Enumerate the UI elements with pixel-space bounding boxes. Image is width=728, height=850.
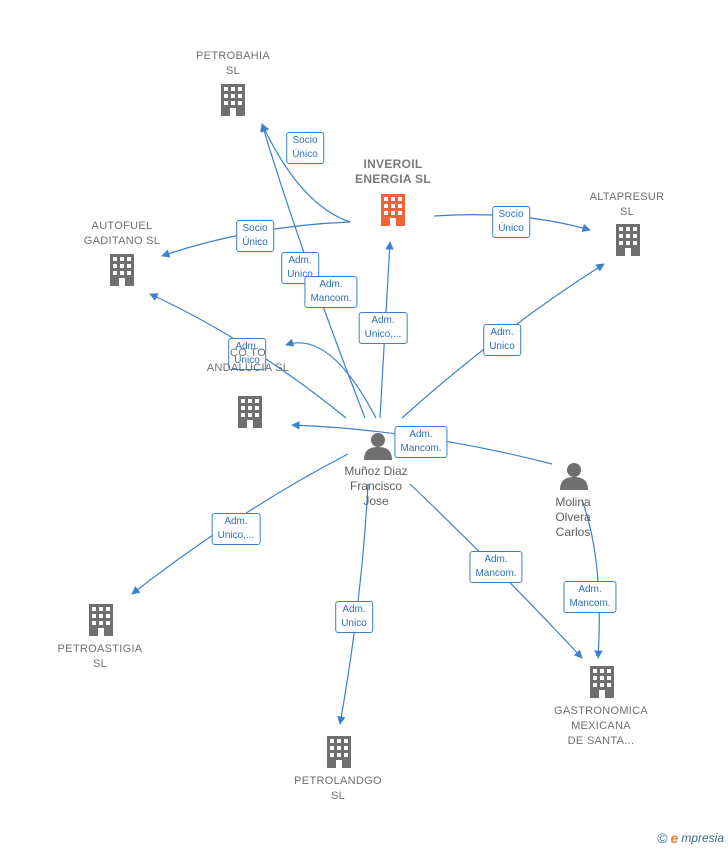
building-icon[interactable] <box>110 254 134 286</box>
edge-label[interactable]: Adm. Mancom. <box>394 426 448 458</box>
building-icon[interactable] <box>381 194 405 226</box>
node-label-petrolandgo[interactable]: PETROLANDGO SL <box>294 775 382 802</box>
edge-label[interactable]: Adm. Mancom. <box>304 276 358 308</box>
node-label-altapresur[interactable]: ALTAPRESUR SL <box>589 191 665 218</box>
edge-label[interactable]: Adm. Unico <box>335 601 373 633</box>
node-label-combustibles[interactable]: CO TO ANDALUCIA SL <box>206 347 290 374</box>
edge-label[interactable]: Socio Único <box>236 220 274 252</box>
node-label-autofuel[interactable]: AUTOFUEL GADITANO SL <box>83 220 161 247</box>
brand-initial: e <box>670 830 679 846</box>
building-icon[interactable] <box>616 224 640 256</box>
edge-label[interactable]: Socio Único <box>492 206 530 238</box>
building-icon[interactable] <box>89 604 113 636</box>
building-icon[interactable] <box>327 736 351 768</box>
copyright-icon: © <box>657 830 668 846</box>
edge-label[interactable]: Adm. Unico <box>228 338 266 370</box>
brand-name: mpresia <box>681 831 724 845</box>
edge-label[interactable]: Adm. Unico <box>483 324 521 356</box>
edges-layer <box>131 123 605 725</box>
node-label-petrobahia[interactable]: PETROBAHIA SL <box>196 50 270 77</box>
node-label-inveroil[interactable]: INVEROIL ENERGIA SL <box>355 157 431 186</box>
building-icon[interactable] <box>590 666 614 698</box>
edge-munoz-combustibles_top <box>285 338 377 419</box>
person-icon[interactable] <box>364 433 392 460</box>
person-icon[interactable] <box>560 463 588 490</box>
node-label-petroastigia[interactable]: PETROASTIGIA SL <box>57 643 143 670</box>
edge-inveroil-petrobahia <box>261 123 351 223</box>
edge-label[interactable]: Adm. Mancom. <box>563 581 617 613</box>
node-label-munoz[interactable]: Muñoz Diaz Francisco Jose <box>344 464 408 508</box>
edge-label[interactable]: Adm. Unico,... <box>211 513 261 545</box>
edge-label[interactable]: Socio Único <box>286 132 324 164</box>
edge-label[interactable]: Adm. Unico,... <box>358 312 408 344</box>
building-icon[interactable] <box>221 84 245 116</box>
node-label-molina[interactable]: Molina Olvera Carlos <box>555 495 591 539</box>
node-label-gastronomica[interactable]: GASTRONOMICA MEXICANA DE SANTA... <box>553 705 649 747</box>
building-icon[interactable] <box>238 396 262 428</box>
edge-label[interactable]: Adm. Mancom. <box>469 551 523 583</box>
edge-molina-gastronomica <box>581 499 603 659</box>
